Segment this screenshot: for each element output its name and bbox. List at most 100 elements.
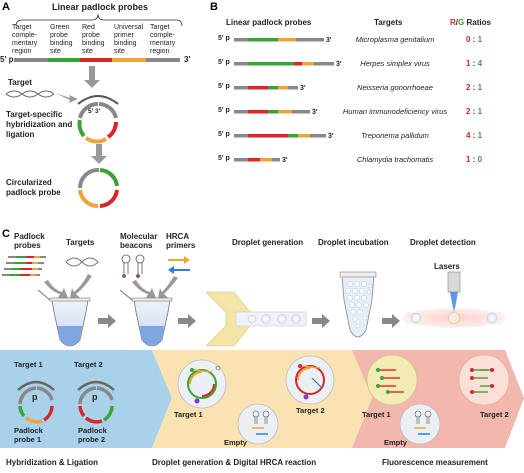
bottom-target-2: Target 2 — [74, 360, 103, 369]
header-targets: Targets — [374, 18, 403, 27]
header-ratios: R/G Ratios — [450, 18, 491, 27]
arrow-down-icon — [44, 280, 68, 298]
panel-b-letter: B — [210, 1, 218, 13]
hrca-primers-label: HRCA primers — [166, 232, 196, 250]
probe-segment — [248, 38, 278, 42]
probe-segment — [294, 62, 302, 66]
row-5-prime: 5' p — [218, 107, 230, 114]
caption-hybridization: Hybridization & Ligation — [6, 458, 98, 467]
fluorescent-droplet-empty — [399, 403, 441, 445]
probe-segment — [248, 110, 268, 114]
right-target-2: Target 2 — [480, 410, 509, 419]
probe-segment — [292, 110, 310, 114]
row-3-prime: 3' — [282, 157, 288, 164]
row-5-prime: 5' p — [218, 155, 230, 162]
ratio-value: 2 : 1 — [466, 107, 483, 116]
bottom-target-1: Target 1 — [14, 360, 43, 369]
probe-segment — [314, 62, 334, 66]
probe-segment — [288, 134, 298, 138]
row-3-prime: 3' — [312, 109, 318, 116]
probe-segment — [248, 62, 294, 66]
probe-segment — [310, 134, 326, 138]
incubation-tube — [339, 271, 377, 338]
probe-segment — [234, 86, 248, 90]
row-3-prime: 3' — [336, 61, 342, 68]
target-strand — [77, 95, 119, 105]
arrow-down-icon — [91, 144, 107, 164]
droplet-generation-label: Droplet generation — [232, 238, 304, 247]
probe-segment — [248, 86, 268, 90]
hybridization-label: Target-specific hybridization and ligati… — [6, 110, 73, 139]
probe-2-p: p — [92, 392, 98, 402]
droplet-empty — [237, 403, 279, 445]
row-3-prime: 3' — [328, 133, 334, 140]
droplet-target-2 — [285, 355, 335, 405]
arrow-right-icon — [55, 93, 78, 103]
probe-segment — [268, 110, 278, 114]
padlock-probe-1-label: Padlock probe 1 — [14, 426, 43, 444]
ratio-value: 1 : 4 — [466, 59, 483, 68]
target-name: Human immunodeficiency virus — [342, 107, 448, 116]
padlock-probe-strands — [2, 256, 46, 276]
ratio-value: 0 : 1 — [466, 35, 483, 44]
caption-digital-hrca: Droplet generation & Digital HRCA reacti… — [152, 458, 317, 467]
lasers-label: Lasers — [434, 262, 460, 271]
droplet-generation-chip — [205, 291, 307, 347]
circularized-label: Circularized padlock probe — [6, 178, 61, 197]
fluorescent-droplet-2 — [458, 354, 510, 406]
right-target-1: Target 1 — [362, 410, 391, 419]
hybridization-circle — [77, 101, 119, 144]
probe-segment — [296, 38, 324, 42]
ratio-value: 2 : 1 — [466, 83, 483, 92]
mid-empty: Empty — [224, 438, 247, 447]
row-5-prime: 5' p — [218, 131, 230, 138]
padlock-probes-label: Padlock probes — [14, 232, 45, 250]
tube-1 — [37, 289, 91, 347]
target-name: Neisseria gonorrhoeae — [357, 83, 433, 92]
probe-segment — [260, 158, 272, 162]
row-3-prime: 3' — [326, 37, 332, 44]
arrow-right-icon — [178, 314, 196, 328]
padlock-probe-2 — [77, 380, 115, 424]
laser-detection — [402, 271, 506, 328]
three-prime-label: 3' — [184, 55, 191, 64]
row-5-prime: 5' p — [218, 35, 230, 42]
segment-label-2: Green probe binding site — [50, 24, 73, 55]
probe-segment — [278, 110, 292, 114]
probe-segment — [234, 110, 248, 114]
row-5-prime: 5' p — [218, 83, 230, 90]
ratio-value: 1 : 0 — [466, 155, 483, 164]
mid-target-1: Target 1 — [174, 410, 203, 419]
probe-segment — [268, 86, 278, 90]
targets-label: Targets — [66, 238, 95, 247]
probe-segment — [248, 134, 288, 138]
probe-segment — [302, 62, 314, 66]
five-prime-label: 5' p — [0, 55, 14, 64]
droplet-target-1 — [177, 359, 227, 409]
droplet-incubation-label: Droplet incubation — [318, 238, 389, 247]
probe-segment — [288, 86, 298, 90]
ratio-value: 4 : 1 — [466, 131, 483, 140]
arrow-down-icon — [84, 66, 100, 88]
arrow-right-icon — [382, 314, 400, 328]
bracket — [15, 13, 183, 27]
panel-c-letter: C — [2, 228, 10, 240]
target-label: Target — [8, 78, 32, 87]
tube-2 — [119, 289, 173, 347]
probe-segment — [272, 158, 280, 162]
right-empty: Empty — [384, 438, 407, 447]
panel-a-letter: A — [2, 1, 10, 13]
hrca-primer-icon — [168, 256, 190, 274]
padlock-probe-2-label: Padlock probe 2 — [78, 426, 107, 444]
probe-1-p: p — [32, 392, 38, 402]
hybridization-ends: 5' 3' — [88, 108, 101, 115]
probe-segment — [278, 38, 296, 42]
padlock-probe-1 — [17, 380, 55, 424]
panel-a-title: Linear padlock probes — [52, 2, 149, 12]
probe-segment — [278, 86, 288, 90]
target-name: Chlamydia trachomatis — [356, 155, 434, 164]
dna-helix-icon — [65, 257, 99, 267]
dna-helix-icon — [5, 90, 55, 98]
panel-b-probes — [234, 38, 334, 162]
